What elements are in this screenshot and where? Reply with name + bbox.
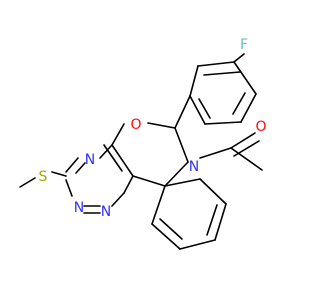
bond	[111, 123, 125, 146]
bond	[75, 162, 86, 174]
bond	[65, 179, 73, 197]
fluorine-atom-label: F	[240, 37, 248, 53]
bond	[203, 71, 241, 76]
triazine-nitrogen-lower-right-label: N	[101, 204, 111, 220]
bond	[103, 144, 123, 172]
bond	[206, 204, 218, 236]
bond	[99, 144, 113, 159]
bond	[230, 147, 263, 171]
bond	[132, 175, 166, 187]
bond	[230, 132, 256, 149]
bond	[240, 93, 257, 123]
bond	[123, 175, 134, 194]
amide-nitrogen-atom-label: N	[189, 159, 199, 175]
bond	[147, 122, 176, 129]
molecule-structure: F O O N N N N S	[19, 37, 267, 250]
bonds	[19, 53, 263, 250]
bond	[214, 203, 227, 241]
bond	[189, 65, 199, 97]
bond	[204, 121, 242, 125]
bond	[164, 161, 189, 187]
bond	[164, 178, 201, 187]
bond	[232, 92, 246, 115]
bond	[151, 223, 181, 250]
bond	[51, 171, 67, 177]
ring-oxygen-atom-label: O	[130, 117, 141, 133]
bond	[233, 53, 245, 63]
bond	[233, 61, 257, 95]
bond	[189, 95, 206, 125]
bond	[197, 61, 235, 67]
bond	[151, 185, 166, 225]
bond	[174, 95, 191, 129]
bond	[199, 178, 227, 205]
bond	[179, 239, 216, 250]
triazine-nitrogen-top-label: N	[85, 152, 95, 168]
bond	[111, 192, 125, 207]
bond	[174, 127, 189, 163]
bond	[65, 157, 79, 173]
sulfur-atom-label: S	[39, 169, 48, 185]
bond	[199, 147, 232, 159]
bond	[19, 177, 36, 188]
bond	[198, 98, 211, 119]
bond	[159, 218, 183, 240]
bond	[111, 144, 134, 177]
atom-labels: F O O N N N N S	[39, 37, 267, 220]
triazine-nitrogen-lower-left-label: N	[74, 200, 84, 216]
carbonyl-oxygen-atom-label: O	[255, 119, 266, 135]
